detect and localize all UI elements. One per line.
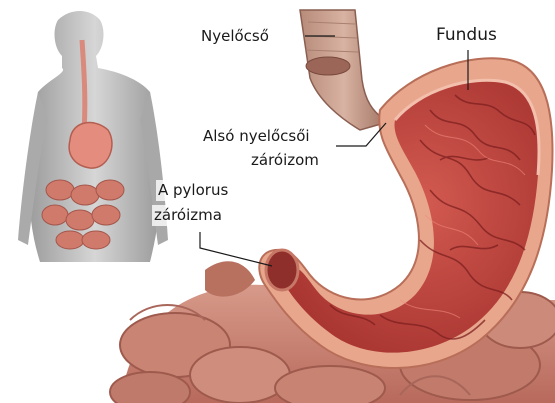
esophagus-tube [300,10,388,130]
body-inset-figure [18,11,168,262]
pylorus-label-line2: záróizma [152,205,224,226]
lower-esophageal-sphincter-label-line2: záróizom [249,150,321,171]
lower-esophageal-sphincter-label-line1: Alsó nyelőcsői [201,126,312,147]
pylorus-label-line1: A pylorus [156,180,230,201]
fundus-label: Fundus [436,25,497,46]
esophagus-label: Nyelőcső [199,26,271,47]
